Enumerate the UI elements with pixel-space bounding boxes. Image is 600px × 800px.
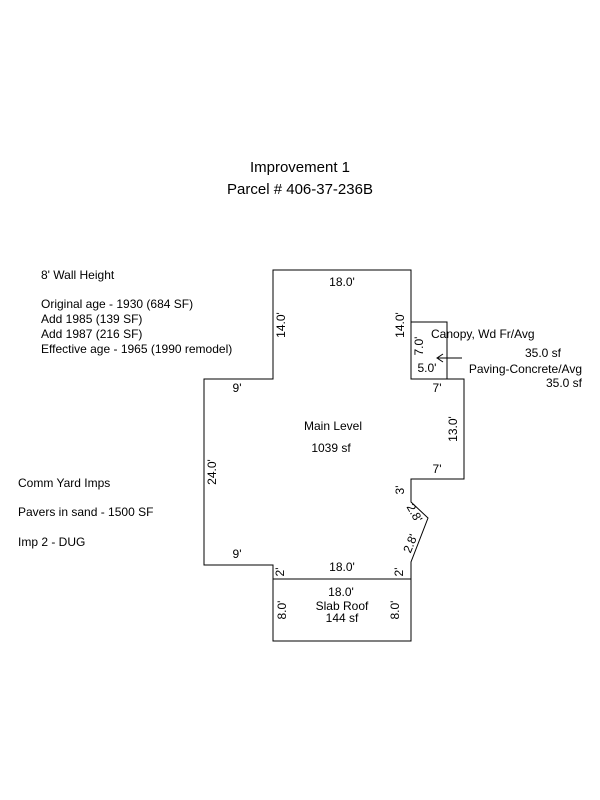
canopy-area: 35.0 sf [525,346,562,360]
paving-arrow-head [436,353,444,363]
dim-right-step-bottom: 7' [433,462,442,476]
dim-angled-2: 2.8' [400,532,420,555]
slab-roof-area: 144 sf [326,611,359,625]
add-1985-note: Add 1985 (139 SF) [41,312,143,326]
main-level-area: 1039 sf [311,441,351,455]
dim-angled-1: 2.8' [404,501,426,524]
canopy-dim-height: 7.0' [412,337,426,356]
dim-upper-left: 14.0' [274,312,288,338]
dim-bottom-left-jog: 2' [273,568,287,577]
title-line-2: Parcel # 406-37-236B [227,181,373,198]
paving-area: 35.0 sf [546,376,583,390]
dim-bottom: 18.0' [329,560,355,574]
dim-right: 13.0' [446,416,460,442]
paving-label: Paving-Concrete/Avg [469,362,582,376]
title-line-1: Improvement 1 [249,159,351,176]
dim-left: 24.0' [205,459,219,485]
original-age-note: Original age - 1930 (684 SF) [41,297,194,311]
dim-notch: 3' [393,486,407,495]
dim-bottom-right-jog: 2' [392,568,406,577]
main-level-label: Main Level [304,419,362,433]
add-1987-note: Add 1987 (216 SF) [41,327,143,341]
dim-top: 18.0' [329,275,355,289]
pavers-note: Pavers in sand - 1500 SF [18,505,154,519]
imp2-note: Imp 2 - DUG [18,535,86,549]
slab-roof-label: Slab Roof [316,599,369,613]
dim-left-step-top: 9' [233,381,242,395]
slab-roof-box [272,578,412,642]
dim-left-step-bottom: 9' [233,547,242,561]
slab-roof-dim-right: 8.0' [388,601,402,620]
slab-roof-dim-top: 18.0' [328,585,354,599]
slab-roof-dim-left: 8.0' [275,601,289,620]
canopy-dim-width: 5.0' [418,361,437,375]
effective-age-note: Effective age - 1965 (1990 remodel) [41,342,233,356]
dim-upper-right: 14.0' [393,312,407,338]
canopy-box [410,321,448,380]
canopy-label: Canopy, Wd Fr/Avg [431,327,535,341]
wall-height-note: 8' Wall Height [41,268,115,282]
comm-yard-note: Comm Yard Imps [18,476,111,490]
dim-right-step-top: 7' [433,381,442,395]
